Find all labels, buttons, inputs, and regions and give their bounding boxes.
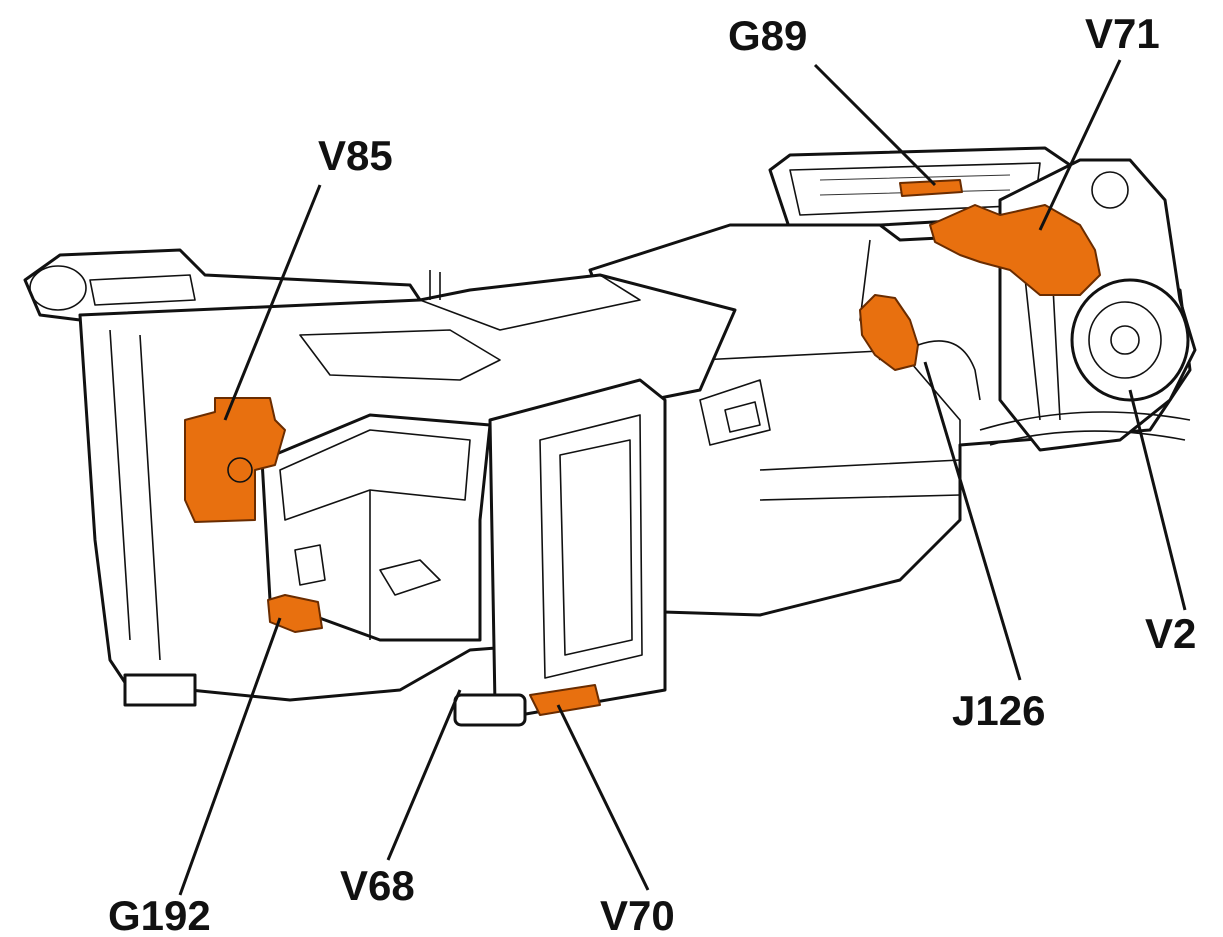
- label-v85: V85: [318, 132, 393, 179]
- leader-v71: [1038, 59, 1122, 231]
- g192-sensor: [267, 594, 323, 633]
- leader-lines: [178, 59, 1187, 896]
- v85-actuator: [184, 397, 286, 523]
- leader-v70: [556, 704, 650, 891]
- right-housing: [588, 146, 1197, 617]
- leader-g89: [813, 63, 937, 187]
- leader-v68: [386, 689, 462, 861]
- label-g89: G89: [728, 12, 807, 59]
- v71-actuator: [929, 204, 1101, 296]
- label-v2: V2: [1145, 610, 1196, 657]
- label-j126: J126: [952, 687, 1045, 734]
- leader-g192: [178, 617, 282, 896]
- v70-actuator: [529, 684, 601, 716]
- left-housing: [23, 248, 737, 727]
- component-parts: [184, 179, 1101, 716]
- label-v68: V68: [340, 862, 415, 909]
- leader-j126: [923, 361, 1022, 681]
- leader-v2: [1128, 389, 1187, 611]
- leader-v85: [223, 184, 322, 421]
- label-v70: V70: [600, 892, 675, 937]
- label-v71: V71: [1085, 10, 1160, 57]
- j126-control-unit: [859, 294, 919, 371]
- label-g192: G192: [108, 892, 211, 937]
- g89-sensor: [899, 179, 963, 197]
- callout-labels: G89 V71 V85 V2 J126 G192 V68 V70: [108, 10, 1196, 937]
